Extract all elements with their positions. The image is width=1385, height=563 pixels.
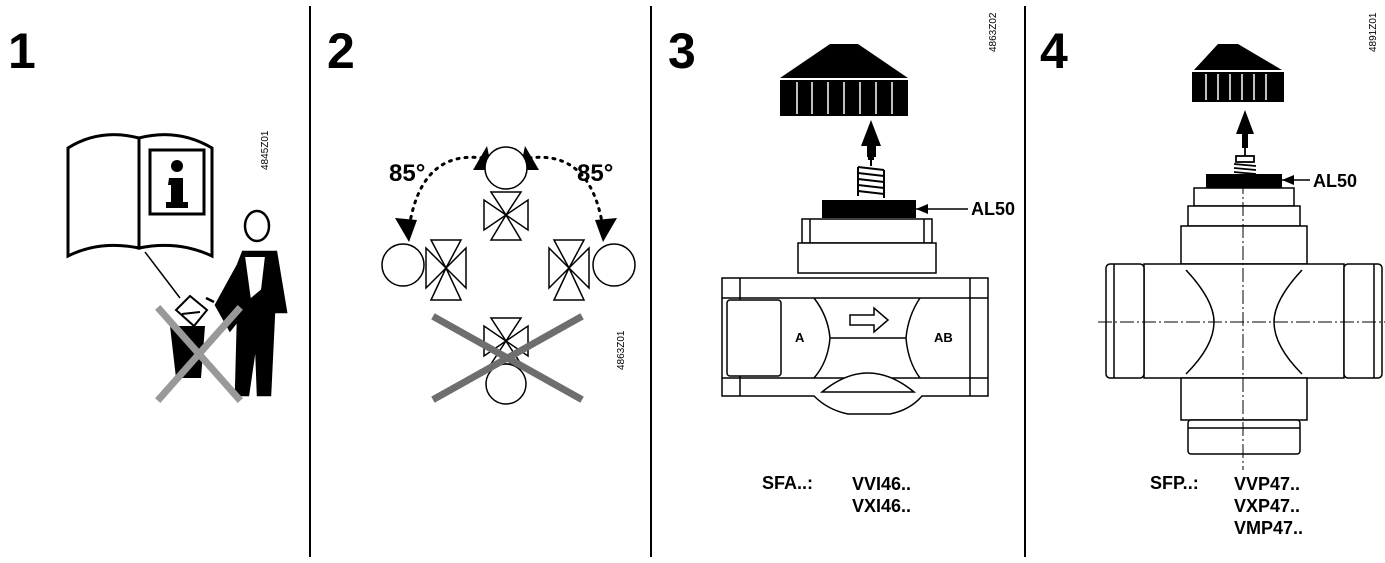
valve-top-icon xyxy=(483,146,529,241)
actuator-label-3: SFA..: xyxy=(762,473,814,493)
three-way-valve-diagram xyxy=(1098,44,1385,470)
right-arc xyxy=(527,155,605,230)
angle-left-label: 85° xyxy=(389,160,426,187)
prohibited-cross-icon xyxy=(155,305,243,403)
divider-1 xyxy=(309,6,311,557)
disposal-illustration xyxy=(66,133,288,403)
model-vxi46: VXI46.. xyxy=(852,496,912,516)
step-number-4: 4 xyxy=(1040,23,1068,79)
adapter-al50 xyxy=(1206,174,1282,188)
port-ab-label: AB xyxy=(934,330,953,345)
mounting-orientation-diagram xyxy=(381,146,636,405)
adapter-al50 xyxy=(822,200,916,218)
two-way-valve-diagram xyxy=(721,44,989,415)
paper-icon xyxy=(174,294,209,328)
person-icon xyxy=(205,209,288,397)
bin-icon xyxy=(170,326,205,378)
valve-models-3: VVI46.. VXI46.. xyxy=(852,473,911,517)
actuator-label-4: SFP..: xyxy=(1150,473,1199,493)
panel-3: 3 4863Z02 AL50 SFA..: VVI46.. VXI46.. xyxy=(652,0,1024,563)
adapter-label-3: AL50 xyxy=(971,199,1016,219)
spring-icon xyxy=(1233,148,1257,175)
step-number-1: 1 xyxy=(8,23,36,79)
angle-right-label: 85° xyxy=(577,160,614,187)
arrow-head-right xyxy=(595,218,617,242)
step-number-2: 2 xyxy=(327,23,355,79)
arrow-head-left xyxy=(395,218,417,242)
panel-4: 4 4891Z01 AL50 SFP..: VVP47.. VXP47.. VM… xyxy=(1026,0,1385,563)
model-vxp47: VXP47.. xyxy=(1234,496,1301,516)
step-number-3: 3 xyxy=(668,23,696,79)
adapter-label-4: AL50 xyxy=(1313,171,1358,191)
centre-lines xyxy=(1098,180,1385,470)
panel-1: 1 4845Z01 xyxy=(0,0,309,563)
model-vvi46: VVI46.. xyxy=(852,474,912,494)
valve-body xyxy=(721,218,989,415)
panel-2: 2 4863Z01 85° 85° xyxy=(311,0,650,563)
divider-2 xyxy=(650,6,652,557)
port-a-label: A xyxy=(795,330,805,345)
valve-bottom-icon xyxy=(483,317,529,405)
left-arc xyxy=(407,155,485,230)
prohibited-cross-icon xyxy=(431,313,584,403)
actuator-head-icon xyxy=(1192,44,1284,102)
valve-left-icon xyxy=(381,239,467,301)
spring-icon xyxy=(857,158,885,198)
divider-3 xyxy=(1024,6,1026,557)
model-vvp47: VVP47.. xyxy=(1234,474,1301,494)
valve-body xyxy=(1105,187,1383,455)
model-vmp47: VMP47.. xyxy=(1234,518,1304,538)
actuator-head-icon xyxy=(780,44,908,116)
valve-models-4: VVP47.. VXP47.. VMP47.. xyxy=(1234,473,1303,539)
flow-arrow-icon xyxy=(849,306,890,334)
arrow-up-icon xyxy=(1236,110,1254,148)
valve-right-icon xyxy=(548,239,636,301)
